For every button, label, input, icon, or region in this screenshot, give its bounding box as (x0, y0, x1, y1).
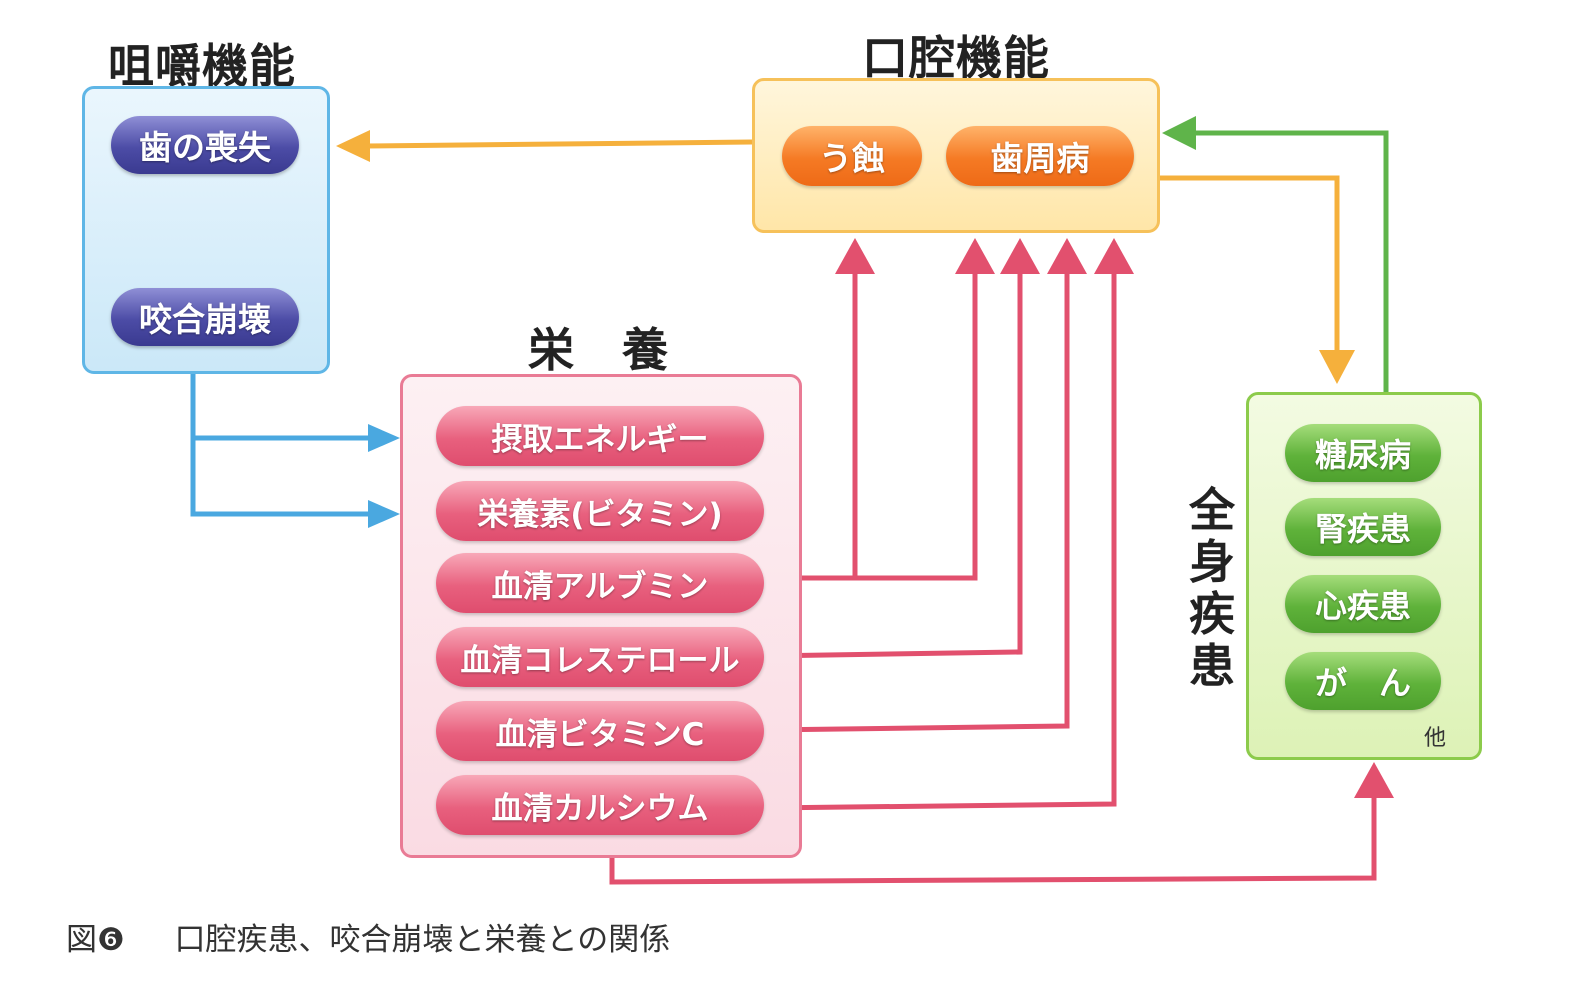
mastication-to-nutrition-arrows (190, 372, 372, 517)
nutrition-item: 血清コレステロール (436, 627, 764, 687)
periodontal-disease-pill: 歯周病 (946, 126, 1134, 186)
caption-text: 口腔疾患、咬合崩壊と栄養との関係 (174, 922, 671, 958)
oral-function-heading: 口腔機能 (862, 31, 1050, 85)
nutrition-to-oral-arrowheads (835, 238, 1134, 274)
systemic-to-oral-arrow (1162, 116, 1389, 392)
arrowhead (368, 424, 400, 452)
mastication-heading: 咀嚼機能 (108, 39, 296, 93)
oral-to-mastication-arrow (336, 130, 753, 162)
diabetes-pill: 糖尿病 (1285, 424, 1441, 482)
nutrition-to-systemic-arrow (609, 762, 1394, 885)
oral-to-systemic-arrow (1160, 175, 1355, 384)
nutrition-heading: 栄 養 (528, 323, 669, 377)
nutrition-item: 栄養素(ビタミン) (436, 481, 764, 541)
occlusal-collapse-pill: 咬合崩壊 (111, 288, 299, 346)
nutrition-item: 摂取エネルギー (436, 406, 764, 466)
nutrition-item: 血清アルブミン (436, 553, 764, 613)
nutrition-item: 血清ビタミンC (436, 701, 764, 761)
cancer-pill: が ん (1285, 652, 1441, 710)
figure-number: 図❻ (66, 922, 125, 958)
figure-caption: 図❻ 口腔疾患、咬合崩壊と栄養との関係 (66, 914, 670, 959)
nutrition-to-oral-arrows (763, 272, 1117, 811)
tooth-loss-pill: 歯の喪失 (111, 116, 299, 174)
kidney-disease-pill: 腎疾患 (1285, 498, 1441, 556)
others-note: 他 (1424, 726, 1447, 751)
systemic-disease-heading: 全 身 疾 患 (1189, 483, 1235, 693)
arrowhead (368, 500, 400, 528)
nutrition-item: 血清カルシウム (436, 775, 764, 835)
caries-pill: う蝕 (782, 126, 922, 186)
heart-disease-pill: 心疾患 (1285, 575, 1441, 633)
